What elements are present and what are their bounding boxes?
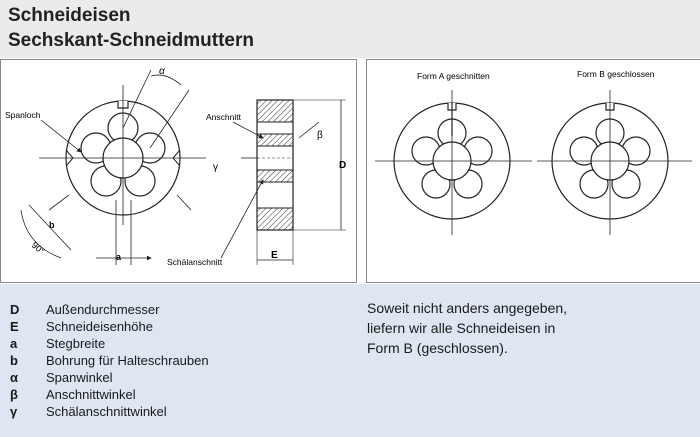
legend-description: Spanwinkel: [46, 370, 113, 385]
legend-description: Stegbreite: [46, 336, 106, 351]
note-line: liefern wir alle Schneideisen in: [367, 320, 556, 336]
page-title: Schneideisen: [8, 5, 131, 26]
label-90deg: 90°: [30, 240, 47, 257]
label-e: E: [271, 250, 278, 261]
legend-description: Bohrung für Halteschrauben: [46, 353, 209, 368]
header-bar: Schneideisen Sechskant-Schneidmuttern: [0, 0, 700, 58]
die-forms-drawing: Form A geschnitten Form B geschlossen: [375, 69, 692, 235]
die-form-a: [375, 90, 532, 235]
label-schaelanschnitt: Schälanschnitt: [167, 257, 223, 267]
legend-symbol: E: [10, 319, 19, 334]
legend-symbol: b: [10, 353, 18, 368]
label-anschnitt: Anschnitt: [206, 112, 242, 122]
die-front-view: [20, 69, 206, 265]
legend-symbol: α: [10, 370, 18, 385]
label-a: a: [116, 252, 122, 262]
label-gamma: γ: [213, 162, 218, 173]
technical-drawing-panel: Spanloch α a b 90° Anschnitt: [0, 59, 357, 283]
legend-description: Schneideisenhöhe: [46, 319, 153, 334]
delivery-note: Soweit nicht anders angegeben, liefern w…: [367, 298, 667, 358]
note-line: Soweit nicht anders angegeben,: [367, 300, 568, 316]
note-line: Form B (geschlossen).: [367, 340, 508, 356]
legend-background: [0, 284, 700, 437]
label-form-a: Form A geschnitten: [417, 71, 490, 81]
legend-symbol: a: [10, 336, 18, 351]
label-alpha: α: [159, 66, 165, 77]
label-form-b: Form B geschlossen: [577, 69, 655, 79]
legend-symbol: γ: [10, 404, 18, 419]
legend-description: Außendurchmesser: [46, 302, 160, 317]
die-forms-panel: Form A geschnitten Form B geschlossen: [366, 59, 700, 283]
die-side-section: [220, 99, 346, 265]
legend-description: Schälanschnittwinkel: [46, 404, 167, 419]
page-subtitle: Sechskant-Schneidmuttern: [8, 30, 254, 51]
label-b: b: [49, 220, 55, 230]
label-spanloch: Spanloch: [5, 110, 41, 120]
legend-symbol: β: [10, 387, 18, 402]
die-form-b: [537, 90, 692, 235]
legend-symbol: D: [10, 302, 20, 317]
legend-description: Anschnittwinkel: [46, 387, 136, 402]
label-d: D: [339, 160, 346, 171]
label-beta: β: [317, 130, 323, 141]
technical-drawing: Spanloch α a b 90° Anschnitt: [5, 66, 346, 267]
